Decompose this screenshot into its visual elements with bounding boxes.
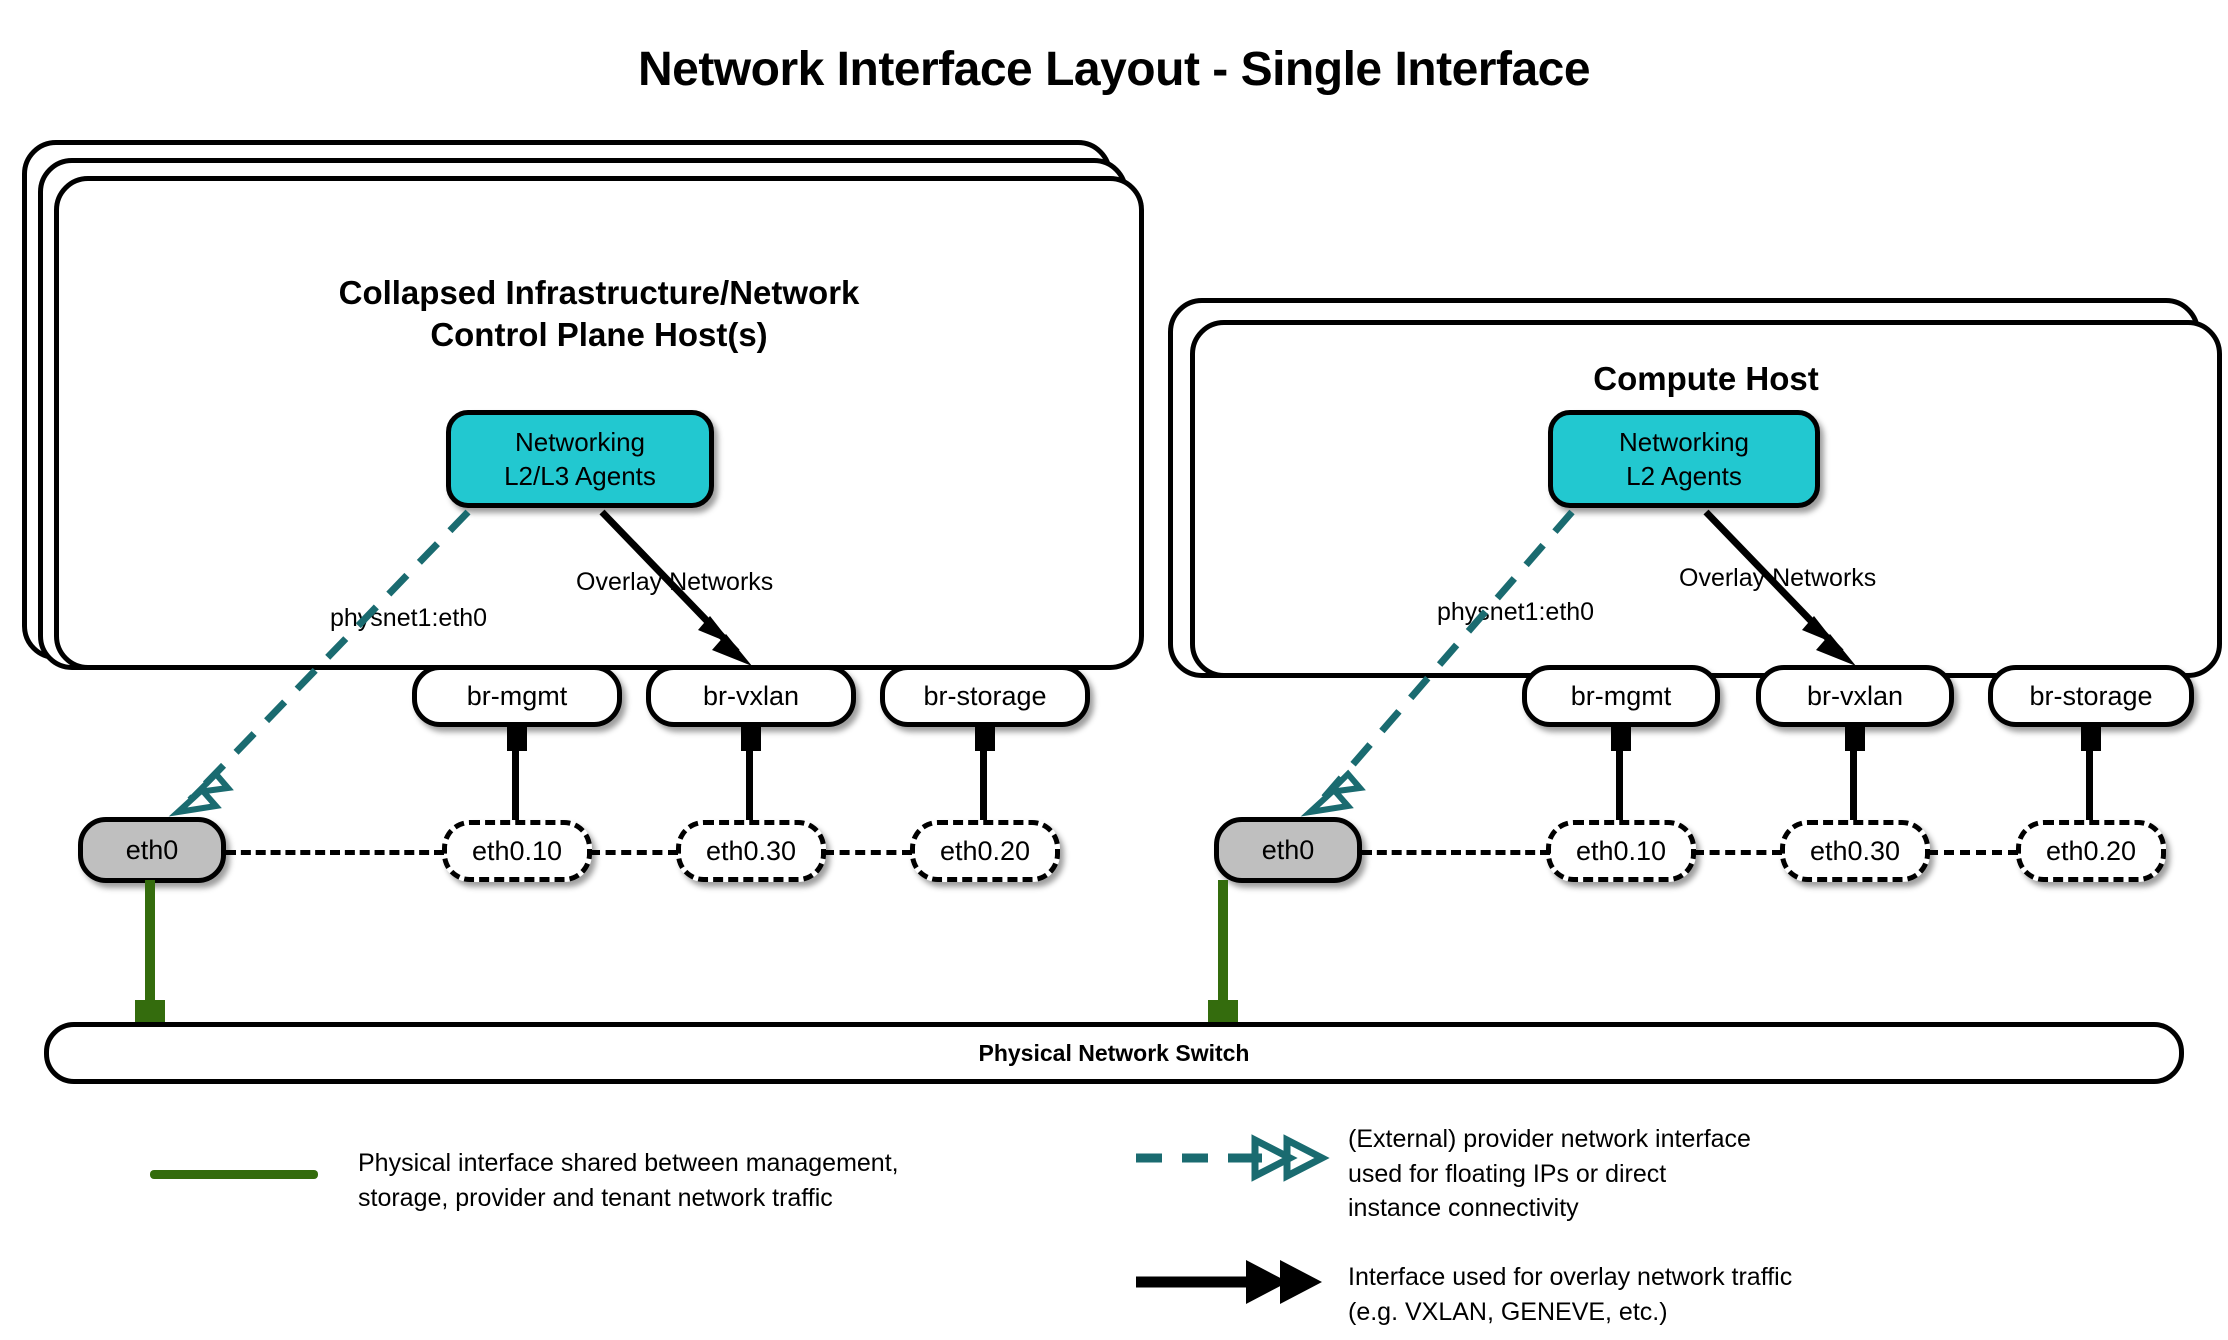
- edge-label-overlay-compute: Overlay Networks: [1679, 564, 1877, 592]
- bridge-node-br-mgmt-compute[interactable]: br-mgmt: [1522, 665, 1720, 727]
- vlan-bus-segment-1-control-plane: [226, 850, 444, 855]
- bridge-link-br-storage-compute: [2086, 727, 2093, 831]
- legend-symbol-provider-network: [1136, 1134, 1330, 1182]
- bridge-link-br-mgmt-compute: [1616, 727, 1623, 831]
- legend-text-overlay-network: Interface used for overlay network traff…: [1348, 1263, 1793, 1326]
- physical-network-switch-label: Physical Network Switch: [978, 1039, 1250, 1066]
- vlan-node-eth0-30-compute[interactable]: eth0.30: [1780, 820, 1930, 882]
- bridge-link-br-storage-control-plane: [980, 727, 987, 831]
- networking-agents-node-control-plane[interactable]: Networking L2/L3 Agents: [446, 410, 714, 508]
- legend-text-provider-network: (External) provider network interface us…: [1348, 1125, 1751, 1222]
- networking-agents-node-compute[interactable]: Networking L2 Agents: [1548, 410, 1820, 508]
- bridge-node-br-vxlan-compute[interactable]: br-vxlan: [1756, 665, 1954, 727]
- legend-symbol-overlay-network: [1136, 1260, 1322, 1304]
- uplink-line-compute: [1218, 880, 1228, 1015]
- bridge-link-br-vxlan-control-plane: [746, 727, 753, 831]
- vlan-bus-segment-3-control-plane: [824, 850, 912, 855]
- physical-network-switch[interactable]: Physical Network Switch: [44, 1022, 2184, 1084]
- vlan-bus-segment-3-compute: [1928, 850, 2018, 855]
- edge-label-overlay-control-plane: Overlay Networks: [576, 568, 774, 596]
- vlan-bus-segment-2-control-plane: [590, 850, 678, 855]
- vlan-bus-segment-1-compute: [1362, 850, 1550, 855]
- vlan-node-eth0-10-control-plane[interactable]: eth0.10: [442, 820, 592, 882]
- uplink-line-control-plane: [145, 880, 155, 1015]
- vlan-node-eth0-30-control-plane[interactable]: eth0.30: [676, 820, 826, 882]
- bridge-link-br-mgmt-control-plane: [512, 727, 519, 831]
- legend-symbol-physical-interface: [150, 1170, 318, 1179]
- bridge-node-br-mgmt-control-plane[interactable]: br-mgmt: [412, 665, 622, 727]
- bridge-node-br-vxlan-control-plane[interactable]: br-vxlan: [646, 665, 856, 727]
- host-title-control-plane: Collapsed Infrastructure/Network Control…: [338, 274, 860, 354]
- legend-text-physical-interface: Physical interface shared between manage…: [358, 1149, 899, 1212]
- vlan-bus-segment-2-compute: [1694, 850, 1782, 855]
- physical-interface-node-eth0-control-plane[interactable]: eth0: [78, 817, 226, 883]
- bridge-link-br-vxlan-compute: [1850, 727, 1857, 831]
- bridge-node-br-storage-compute[interactable]: br-storage: [1988, 665, 2194, 727]
- host-title-compute: Compute Host: [1593, 360, 1819, 397]
- bridge-node-br-storage-control-plane[interactable]: br-storage: [880, 665, 1090, 727]
- page-title: Network Interface Layout - Single Interf…: [637, 43, 1591, 96]
- physical-interface-node-eth0-compute[interactable]: eth0: [1214, 817, 1362, 883]
- vlan-node-eth0-10-compute[interactable]: eth0.10: [1546, 820, 1696, 882]
- vlan-node-eth0-20-compute[interactable]: eth0.20: [2016, 820, 2166, 882]
- edge-label-provider-control-plane: physnet1:eth0: [330, 604, 488, 632]
- edge-label-provider-compute: physnet1:eth0: [1437, 598, 1595, 626]
- vlan-node-eth0-20-control-plane[interactable]: eth0.20: [910, 820, 1060, 882]
